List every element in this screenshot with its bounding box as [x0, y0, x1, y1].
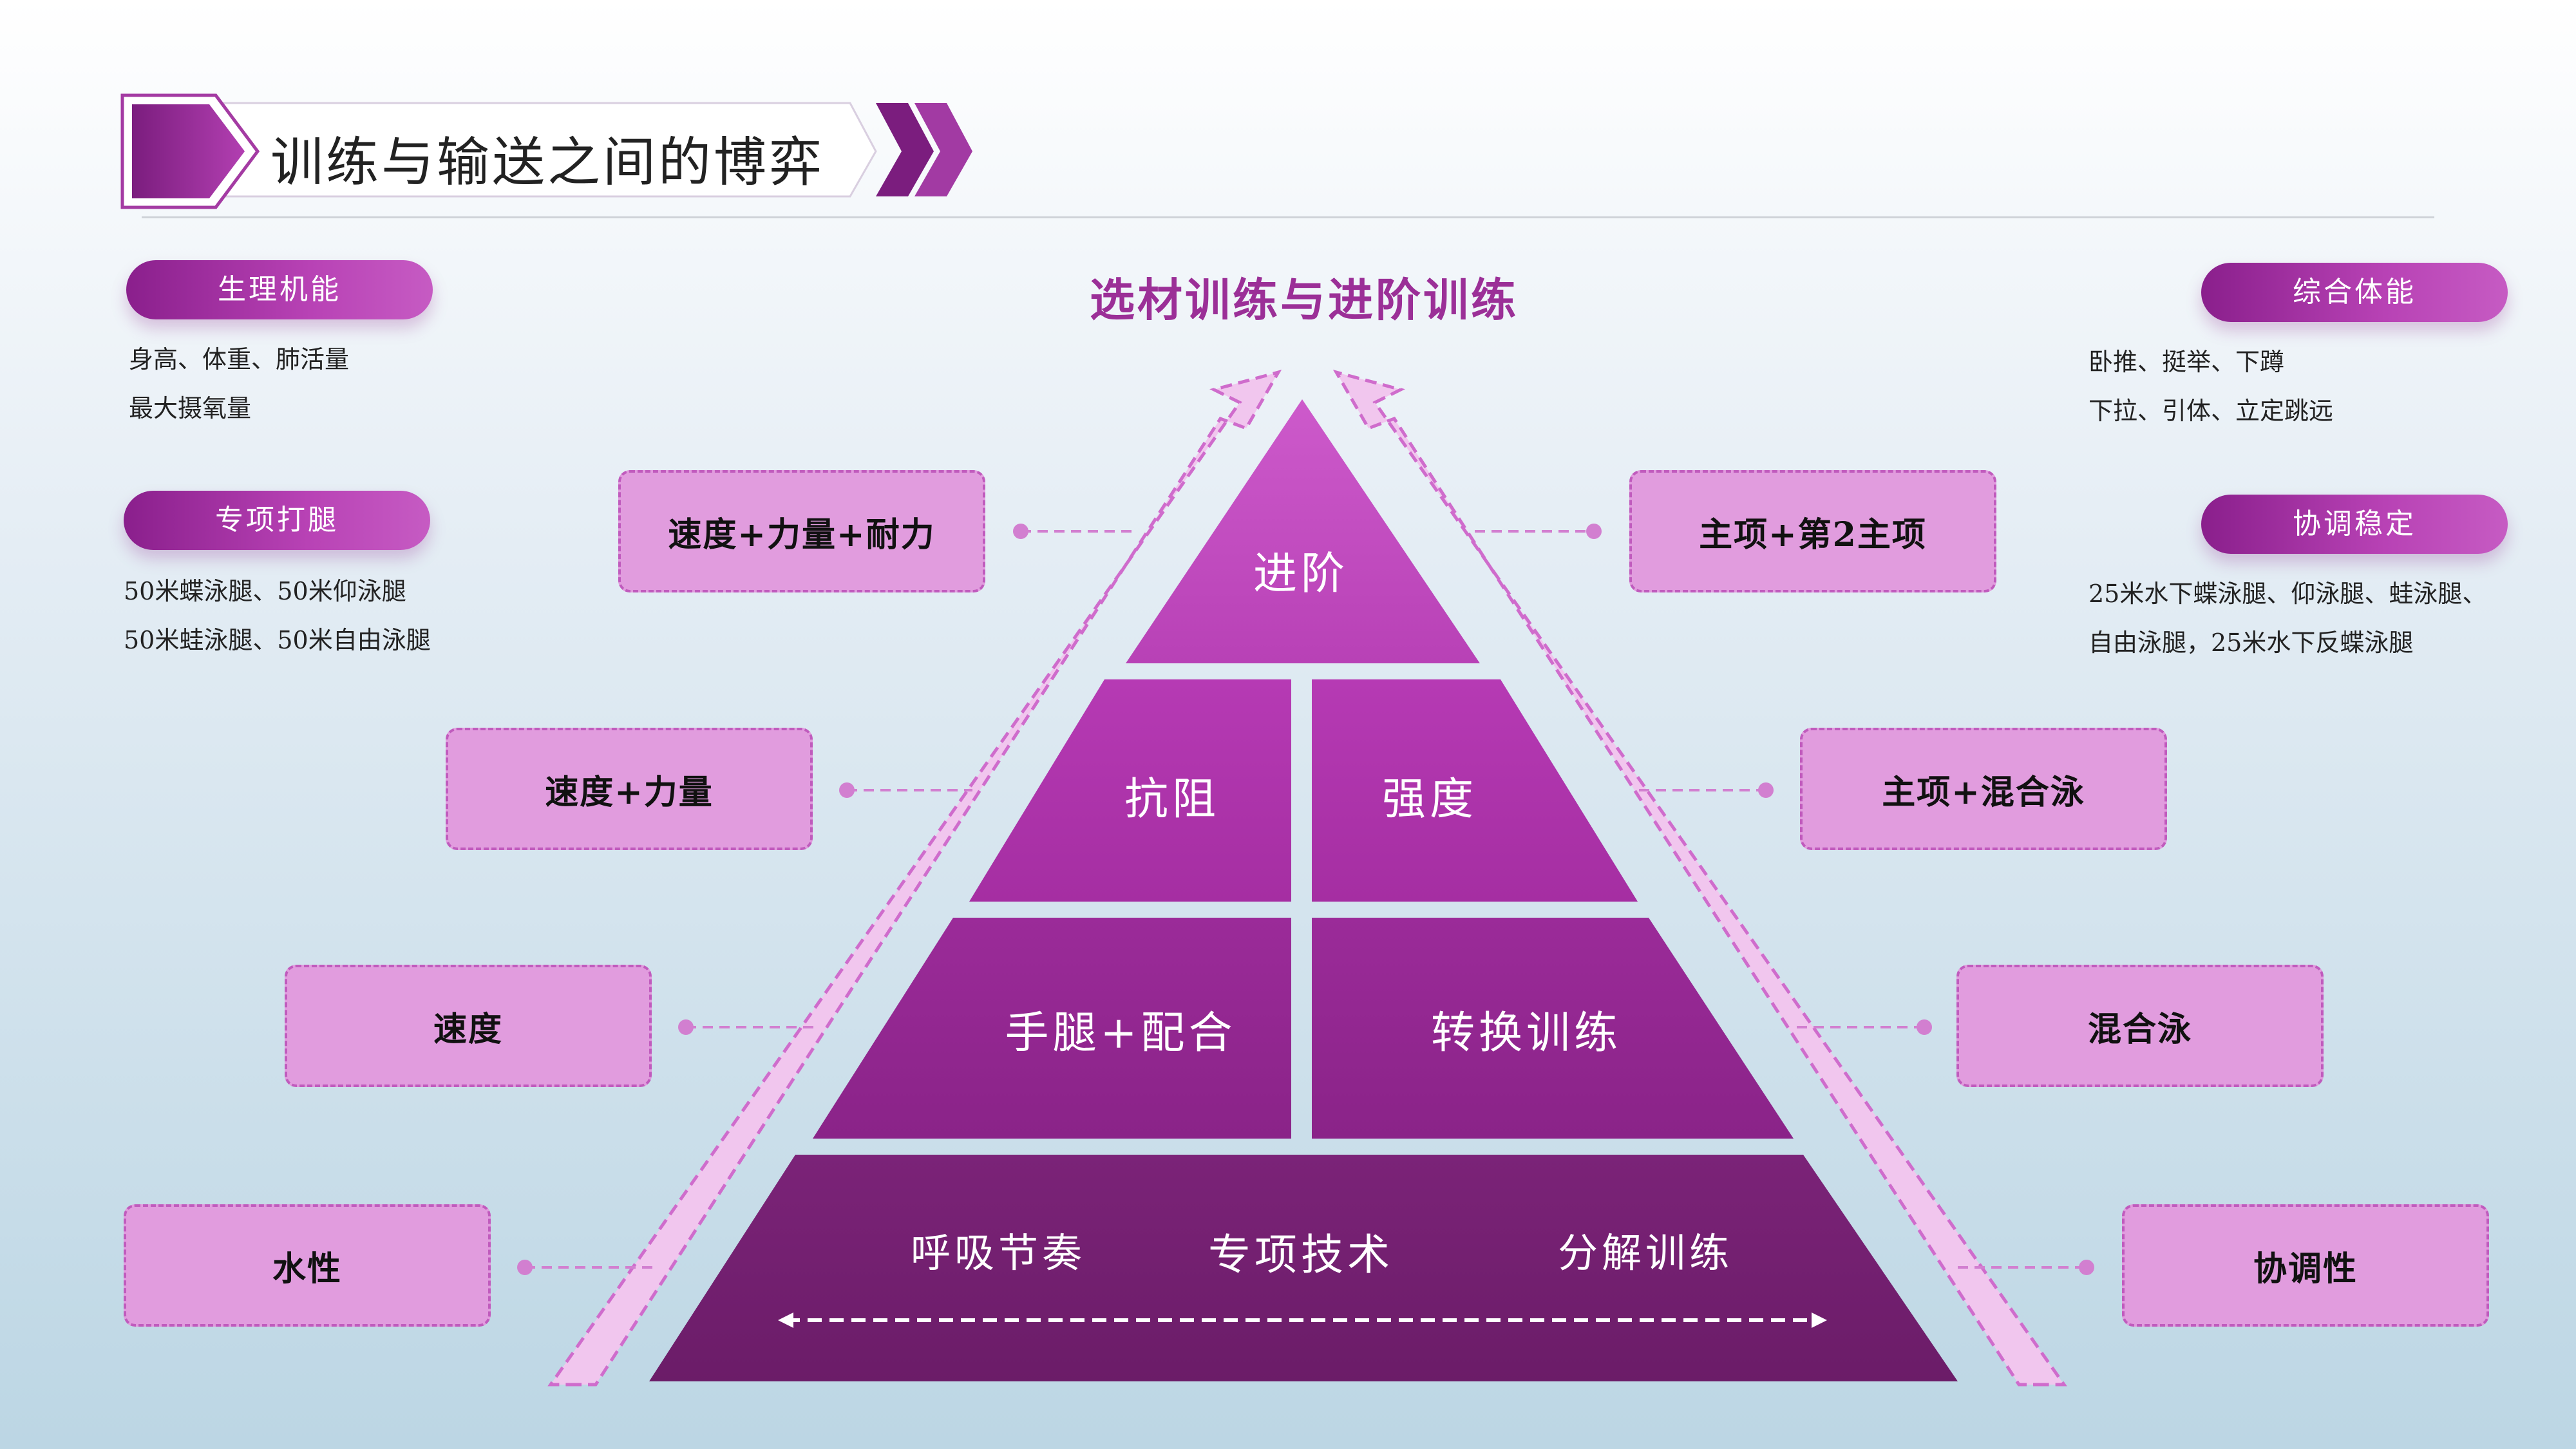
diagram-title: 选材训练与进阶训练	[1090, 273, 1519, 327]
right-box-medley: 混合泳	[1956, 965, 2324, 1087]
left-rising-arrow	[547, 370, 1282, 1387]
pill-kick: 专项打腿	[124, 491, 430, 550]
header-ribbon	[120, 93, 972, 209]
left-box-speed-strength: 速度+力量	[446, 728, 813, 850]
pyramid-label-intensity: 强度	[1381, 774, 1477, 825]
right-box-main-medley: 主项+混合泳	[1800, 728, 2167, 850]
header-badge-fill	[132, 104, 245, 198]
pyramid-label-limb-coordination: 手腿+配合	[1005, 1008, 1236, 1059]
pyramid-label-breathing: 呼吸节奏	[910, 1229, 1086, 1276]
pyramid-tier-3-right	[1312, 918, 1794, 1139]
header-chevron-1	[876, 103, 934, 196]
header-divider	[142, 216, 2434, 218]
fitness-line-2: 下拉、引体、立定跳远	[2088, 397, 2334, 425]
pyramid-tier-top	[1126, 399, 1480, 663]
left-box-water-sense: 水性	[124, 1204, 491, 1327]
page-title: 训练与输送之间的博弈	[270, 132, 825, 193]
right-rising-arrow	[1332, 370, 2067, 1387]
pill-fitness: 综合体能	[2201, 263, 2508, 322]
pyramid-tier-3-left	[813, 918, 1291, 1139]
pyramid-tier-2-right	[1312, 679, 1638, 902]
right-box-coordination: 协调性	[2122, 1204, 2489, 1327]
header-chevron-2	[914, 103, 972, 196]
fitness-line-1: 卧推、挺举、下蹲	[2088, 348, 2285, 376]
pyramid-label-technique: 专项技术	[1208, 1230, 1394, 1280]
right-box-main-second-event: 主项+第2主项	[1629, 470, 1996, 592]
pyramid-label-decomposition: 分解训练	[1557, 1229, 1733, 1276]
physiology-line-1: 身高、体重、肺活量	[129, 345, 350, 374]
physiology-line-2: 最大摄氧量	[129, 394, 252, 422]
kick-line-2: 50米蛙泳腿、50米自由泳腿	[124, 626, 431, 654]
pyramid-tier-2-left	[969, 679, 1291, 902]
left-box-speed-strength-endurance: 速度+力量+耐力	[618, 470, 985, 592]
pyramid-label-resistance: 抗阻	[1124, 774, 1220, 825]
kick-line-1: 50米蝶泳腿、50米仰泳腿	[124, 577, 406, 605]
pyramid-label-transition-training: 转换训练	[1430, 1008, 1622, 1059]
pill-coordination-stability: 协调稳定	[2201, 495, 2508, 554]
pill-physiology: 生理机能	[126, 260, 433, 319]
left-box-speed: 速度	[285, 965, 652, 1087]
coordination-line-2: 自由泳腿，25米水下反蝶泳腿	[2088, 629, 2414, 657]
coordination-line-1: 25米水下蝶泳腿、仰泳腿、蛙泳腿、	[2088, 580, 2487, 608]
pyramid-label-advanced: 进阶	[1253, 549, 1349, 600]
left-connectors	[517, 524, 1133, 1275]
right-connectors	[1475, 524, 2094, 1275]
